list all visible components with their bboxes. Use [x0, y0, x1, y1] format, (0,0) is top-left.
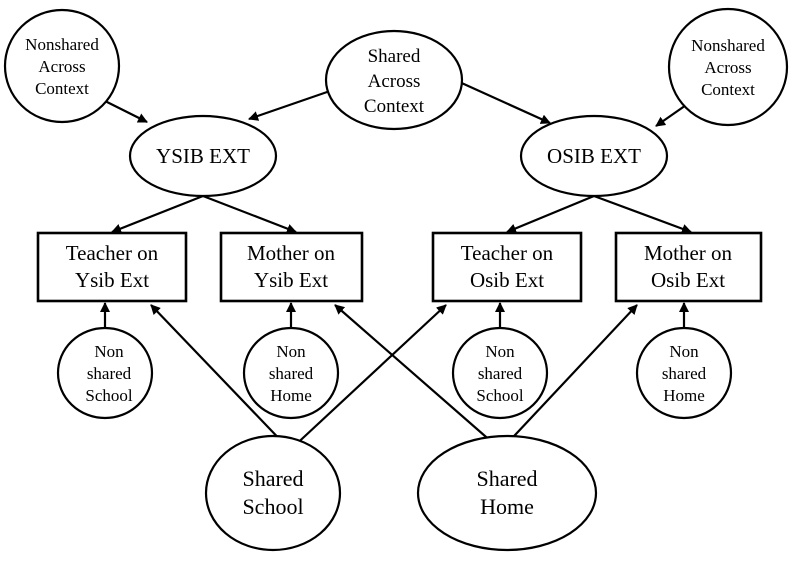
- node-nonshared-school-osib: Non shared School: [451, 326, 549, 420]
- box-label-line: Osib Ext: [651, 268, 725, 292]
- edge-shared-across-to-ysib: [248, 89, 331, 121]
- node-nonshared-school-ysib: Non shared School: [56, 326, 154, 420]
- node-nonshared-across-context-right: Nonshared Across Context: [667, 7, 789, 127]
- edge-nonshared-right-to-osib: [655, 102, 690, 127]
- node-label-line: shared: [478, 364, 523, 383]
- edge-shared-school-to-teacher-ysib: [150, 304, 291, 451]
- box-label-line: Teacher on: [66, 241, 159, 265]
- box-label-line: Ysib Ext: [254, 268, 328, 292]
- node-osib-ext: OSIB EXT: [519, 114, 669, 198]
- node-nonshared-across-context-left: Nonshared Across Context: [3, 8, 121, 124]
- box-label-line: Osib Ext: [470, 268, 544, 292]
- node-nonshared-home-ysib: Non shared Home: [242, 326, 340, 420]
- node-label-line: shared: [662, 364, 707, 383]
- edge-ysib-to-mother-ysib: [202, 194, 297, 234]
- box-label-line: Ysib Ext: [75, 268, 149, 292]
- node-label-line: Non: [485, 342, 515, 361]
- edges-group: [100, 78, 692, 451]
- node-shared-school: Shared School: [204, 434, 342, 552]
- box-mother-on-ysib-ext: Mother on Ysib Ext: [219, 231, 364, 303]
- edge-shared-across-to-osib: [454, 78, 551, 125]
- node-label-line: Nonshared: [691, 36, 765, 55]
- node-label-line: Context: [35, 79, 89, 98]
- edge-shared-home-to-mother-ysib: [334, 304, 502, 451]
- edge-osib-to-teacher-osib: [506, 194, 595, 234]
- node-label-line: School: [242, 494, 303, 519]
- node-shared-home: Shared Home: [416, 434, 598, 552]
- node-label-line: Context: [701, 80, 755, 99]
- node-label-line: Non: [276, 342, 306, 361]
- node-label-line: Context: [364, 96, 425, 117]
- edge-shared-school-to-teacher-osib: [289, 304, 447, 451]
- node-ysib-ext: YSIB EXT: [128, 114, 278, 198]
- node-label-line: Non: [94, 342, 124, 361]
- node-label-line: Shared: [368, 46, 421, 67]
- box-label-line: Teacher on: [461, 241, 554, 265]
- node-label-line: shared: [87, 364, 132, 383]
- node-label-line: Nonshared: [25, 35, 99, 54]
- node-shared-across-context: Shared Across Context: [324, 29, 464, 131]
- node-label-line: Home: [270, 386, 312, 405]
- node-label-line: YSIB EXT: [156, 144, 250, 168]
- node-label-line: Home: [480, 494, 534, 519]
- node-label-line: shared: [269, 364, 314, 383]
- edge-osib-to-mother-osib: [593, 194, 692, 234]
- box-teacher-on-ysib-ext: Teacher on Ysib Ext: [36, 231, 188, 303]
- node-label-line: Across: [38, 57, 85, 76]
- node-label-line: Across: [368, 71, 421, 92]
- box-label-line: Mother on: [644, 241, 733, 265]
- node-label-line: School: [476, 386, 524, 405]
- edge-ysib-to-teacher-ysib: [111, 194, 204, 234]
- node-label-line: OSIB EXT: [547, 144, 641, 168]
- edge-nonshared-left-to-ysib: [102, 99, 148, 123]
- box-mother-on-osib-ext: Mother on Osib Ext: [614, 231, 763, 303]
- node-label-line: Non: [669, 342, 699, 361]
- node-label-line: Home: [663, 386, 705, 405]
- node-label-line: Shared: [476, 466, 537, 491]
- box-teacher-on-osib-ext: Teacher on Osib Ext: [431, 231, 583, 303]
- node-nonshared-home-osib: Non shared Home: [635, 326, 733, 420]
- node-label-line: School: [85, 386, 133, 405]
- edge-shared-home-to-mother-osib: [500, 304, 638, 451]
- box-label-line: Mother on: [247, 241, 336, 265]
- node-label-line: Shared: [242, 466, 303, 491]
- node-label-line: Across: [704, 58, 751, 77]
